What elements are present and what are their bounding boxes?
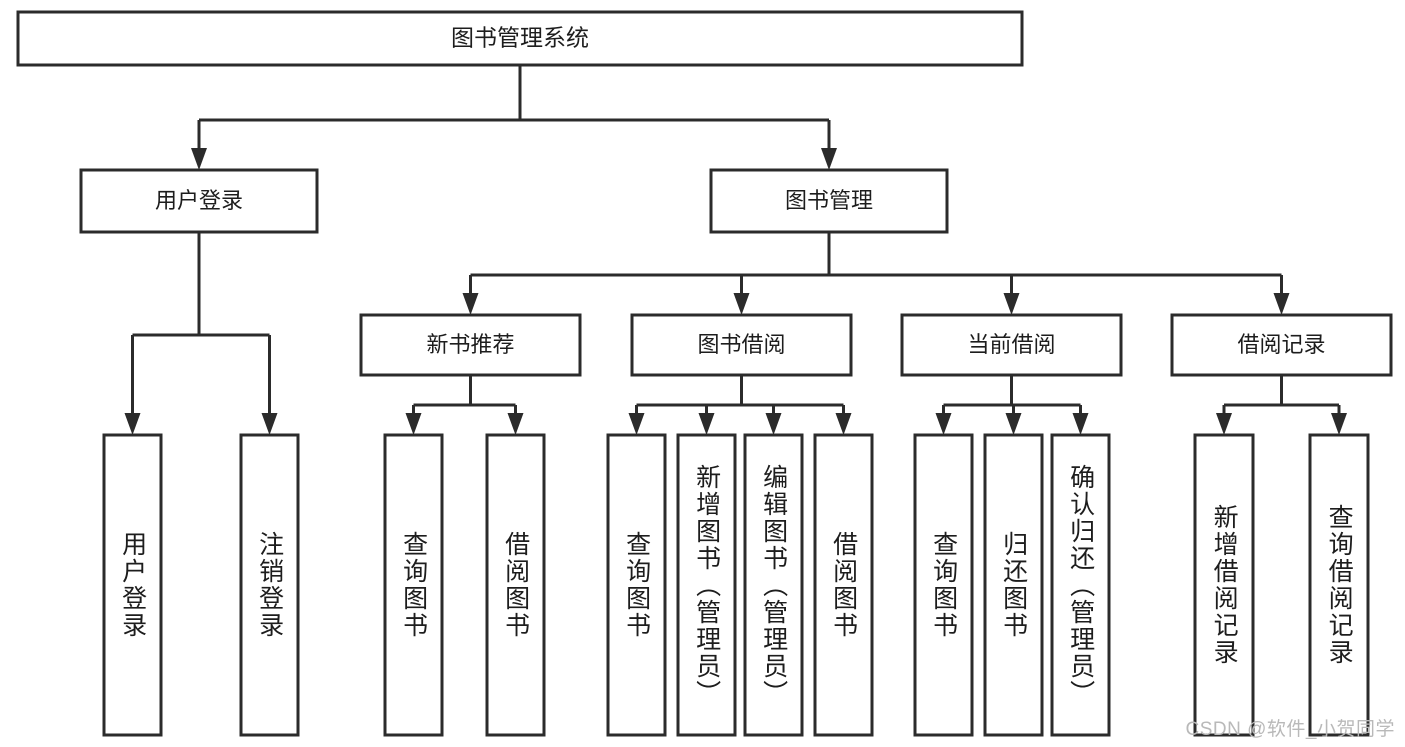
arrow-head-icon <box>821 148 837 170</box>
level2-node-box-0[interactable] <box>79 168 319 234</box>
level2-node-box-1[interactable] <box>709 168 949 234</box>
arrow-head-icon <box>124 413 141 435</box>
leaf-node-box-8[interactable] <box>913 433 974 737</box>
level3-node-box-1[interactable] <box>630 313 853 377</box>
leaf-node-box-7[interactable] <box>813 433 874 737</box>
level2-node-label-0: 用户登录 <box>155 188 243 213</box>
level3-node-label-2: 当前借阅 <box>967 332 1055 357</box>
leaf-node-box-2[interactable] <box>383 433 444 737</box>
arrow-head-icon <box>191 148 207 170</box>
leaf-node-box-5[interactable] <box>676 433 737 737</box>
leaf-node-box-12[interactable] <box>1308 433 1370 737</box>
arrow-head-icon <box>405 413 422 435</box>
arrow-head-icon <box>261 413 278 435</box>
arrow-head-icon <box>1005 413 1022 435</box>
level3-node-label-1: 图书借阅 <box>697 332 785 357</box>
arrow-head-icon <box>935 413 952 435</box>
leaf-node-box-9[interactable] <box>983 433 1044 737</box>
arrow-head-icon <box>1273 293 1290 315</box>
level3-node-box-3[interactable] <box>1170 313 1393 377</box>
arrow-head-icon <box>1216 413 1232 435</box>
level2-node-label-1: 图书管理 <box>785 188 873 213</box>
connector-layer <box>124 65 1347 435</box>
leaf-node-box-4[interactable] <box>606 433 667 737</box>
leaf-node-box-11[interactable] <box>1193 433 1255 737</box>
arrow-head-icon <box>698 413 715 435</box>
level3-node-label-0: 新书推荐 <box>426 332 514 357</box>
level3-node-box-2[interactable] <box>900 313 1123 377</box>
leaf-node-box-10[interactable] <box>1050 433 1111 737</box>
arrow-head-icon <box>1072 413 1089 435</box>
arrow-head-icon <box>733 293 750 315</box>
level3-node-label-3: 借阅记录 <box>1237 332 1325 357</box>
root-node-label: 图书管理系统 <box>451 25 589 51</box>
arrow-head-icon <box>628 413 645 435</box>
leaf-node-box-1[interactable] <box>239 433 300 737</box>
arrow-head-icon <box>765 413 782 435</box>
root-node-box[interactable] <box>16 10 1024 67</box>
arrow-head-icon <box>507 413 524 435</box>
leaf-node-box-6[interactable] <box>743 433 804 737</box>
csdn-watermark: CSDN @软件_小贺同学 <box>1185 719 1395 740</box>
arrow-head-icon <box>1003 293 1020 315</box>
arrow-head-icon <box>462 293 479 315</box>
level3-node-box-0[interactable] <box>359 313 582 377</box>
leaf-node-box-3[interactable] <box>485 433 546 737</box>
arrow-head-icon <box>1331 413 1347 435</box>
leaf-node-box-0[interactable] <box>102 433 163 737</box>
arrow-head-icon <box>835 413 852 435</box>
node-box-layer <box>16 10 1393 737</box>
